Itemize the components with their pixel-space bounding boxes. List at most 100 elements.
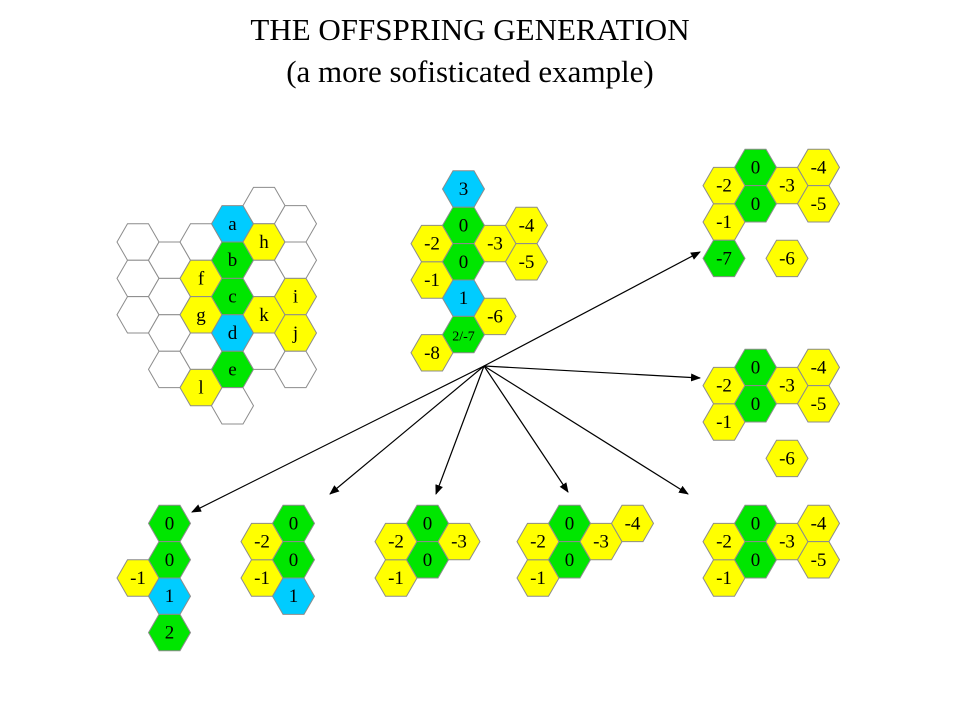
hex-label: 0 [565, 513, 575, 534]
offspring-1-cluster: -1-2-700-3-6-4-5 [702, 148, 841, 278]
hex-label: 0 [751, 194, 761, 215]
page-subtitle: (a more sofisticated example) [286, 54, 654, 89]
hex-cell [437, 522, 481, 561]
hex-cell [473, 297, 517, 336]
hex-label: j [292, 323, 298, 344]
arrow-to-offspring-6 [483, 365, 569, 493]
hex-label: -4 [519, 215, 535, 236]
hex-label: 0 [751, 513, 761, 534]
hex-label: 2/-7 [452, 330, 475, 345]
hex-label: 0 [751, 550, 761, 571]
hex-cell [796, 385, 841, 423]
hex-label: -1 [716, 568, 732, 589]
arrow-to-offspring-2 [483, 365, 701, 382]
hex-label: -5 [811, 550, 827, 571]
hex-label: -1 [388, 568, 404, 589]
hex-cell [147, 613, 192, 652]
arrow-to-offspring-7 [483, 365, 689, 495]
hex-cell [796, 541, 841, 579]
hex-label: c [228, 287, 236, 308]
hex-label: -4 [811, 157, 827, 178]
offspring-4-cluster: -1 -2 0 0 1 [240, 504, 316, 615]
offspring-5-cluster: -1 -2 0 0 -3 [374, 504, 481, 597]
arrow-to-offspring-1 [483, 251, 701, 367]
hex-label: 0 [751, 394, 761, 415]
offspring-2-cluster: -1 -2 0 0 -3 -6 -4 -5 [702, 348, 841, 478]
hex-label: -2 [716, 376, 732, 397]
hex-label: -6 [487, 306, 503, 327]
arrow-to-offspring-4 [329, 365, 485, 495]
hex-label: -8 [424, 343, 440, 364]
hex-label: 1 [459, 288, 469, 309]
hex-label: i [293, 287, 298, 308]
hex-cell [504, 243, 549, 281]
hex-label: -2 [716, 532, 732, 553]
offspring-3-cluster: -1 0 0 1 2 [116, 504, 192, 652]
hex-label: -1 [424, 270, 440, 291]
hex-label: b [228, 250, 238, 271]
hex-cell [210, 387, 255, 425]
hex-label: -2 [716, 176, 732, 197]
hex-label: h [259, 232, 269, 253]
hex-label: -1 [130, 568, 146, 589]
hex-label: 0 [165, 550, 175, 571]
hex-label: -6 [779, 248, 795, 269]
hex-label: -2 [424, 234, 440, 255]
hex-label: -4 [625, 513, 641, 534]
hex-label: -1 [254, 568, 270, 589]
hex-label: l [198, 378, 203, 399]
hex-label: -3 [779, 376, 795, 397]
hex-label: -6 [779, 448, 795, 469]
hex-label: -1 [530, 568, 546, 589]
hex-label: -3 [593, 532, 609, 553]
hex-cell [702, 239, 746, 278]
hex-label: 1 [165, 586, 175, 607]
hex-label: -5 [811, 194, 827, 215]
hex-label: 1 [289, 586, 299, 607]
hex-label: 0 [565, 550, 575, 571]
arrow-layer [191, 251, 701, 513]
hex-label: 0 [751, 357, 761, 378]
hex-label: -1 [716, 212, 732, 233]
hex-label: f [198, 268, 205, 289]
arrow-to-offspring-5 [435, 365, 485, 495]
hex-label: 0 [289, 550, 299, 571]
hex-label: 3 [459, 179, 469, 200]
parent-genome-cluster: -1 -2 -8 3 0 0 1 2/-7 -3 -6 -4 -5 [410, 170, 549, 372]
hex-label: 0 [423, 550, 433, 571]
hex-label: 0 [289, 513, 299, 534]
hex-label: -4 [811, 357, 827, 378]
hex-label: g [196, 305, 206, 326]
hex-label: 0 [459, 252, 469, 273]
hex-label: d [228, 323, 238, 344]
hex-label: -7 [716, 248, 732, 269]
hex-label: -2 [254, 532, 270, 553]
hex-label: -3 [779, 532, 795, 553]
hex-cell [765, 239, 809, 278]
hex-label: -3 [487, 234, 503, 255]
hex-label: k [259, 305, 269, 326]
hex-cell [796, 185, 841, 223]
hex-cell [271, 577, 316, 615]
hex-label: 0 [751, 157, 761, 178]
hex-label: -4 [811, 513, 827, 534]
hex-label: -2 [388, 532, 404, 553]
hex-label: -3 [451, 532, 467, 553]
hex-label: 0 [459, 215, 469, 236]
hex-cell [273, 350, 318, 389]
hex-label: 0 [423, 513, 433, 534]
hex-label: -5 [811, 394, 827, 415]
hex-label: 2 [165, 623, 175, 644]
arrow-to-offspring-3 [191, 365, 485, 513]
hex-label: -1 [716, 412, 732, 433]
hex-label: 0 [165, 513, 175, 534]
offspring-6-cluster: -1 -2 0 0 -3 -4 [516, 504, 655, 597]
page-title: THE OFFSPRING GENERATION [250, 12, 690, 47]
hex-label: -2 [530, 532, 546, 553]
hex-layer: fglabcdehkij-1-2-830012/-7-3-6-4-5-1-2-7… [116, 148, 841, 652]
hex-label: a [228, 214, 237, 235]
hex-cell [610, 504, 655, 543]
hex-label: -5 [519, 252, 535, 273]
